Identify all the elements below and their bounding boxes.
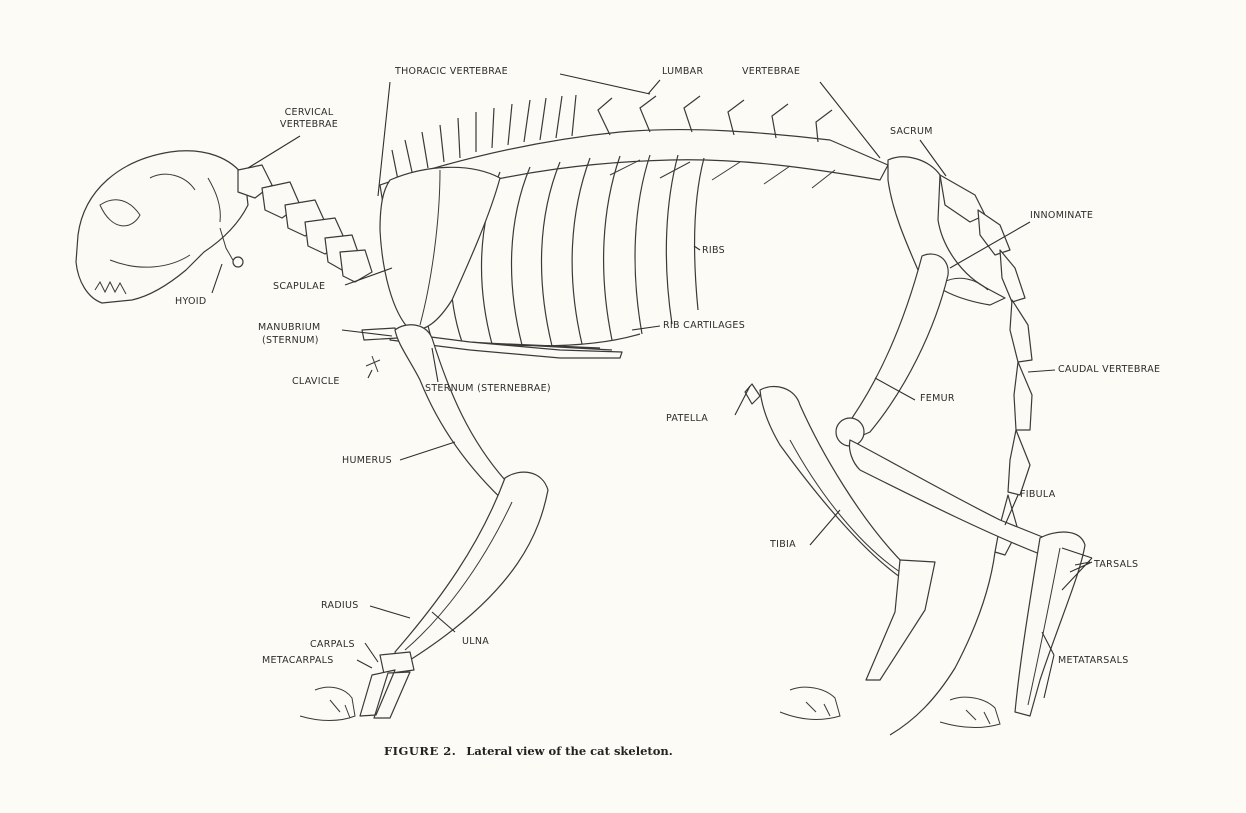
label-carpals: CARPALS <box>310 639 355 651</box>
figure-number: FIGURE 2. <box>384 744 456 758</box>
caudal-vertebrae <box>890 175 1032 735</box>
label-clavicle: CLAVICLE <box>292 376 340 388</box>
label-sacrum: SACRUM <box>890 126 933 138</box>
label-radius: RADIUS <box>321 600 359 612</box>
label-hyoid: HYOID <box>175 296 207 308</box>
label-ribs: RIBS <box>702 245 725 257</box>
label-cervical-vertebrae: CERVICAL VERTEBRAE <box>270 107 348 131</box>
label-tibia: TIBIA <box>770 539 796 551</box>
label-sternum: STERNUM (STERNEBRAE) <box>425 383 551 395</box>
figure-caption-text: Lateral view of the cat skeleton. <box>466 744 673 758</box>
figure-caption: FIGURE 2. Lateral view of the cat skeleto… <box>384 744 673 758</box>
label-ulna: ULNA <box>462 636 489 648</box>
skull <box>76 151 248 303</box>
label-vertebrae: VERTEBRAE <box>742 66 800 78</box>
label-scapulae: SCAPULAE <box>273 281 325 293</box>
label-metatarsals: METATARSALS <box>1058 655 1129 667</box>
label-thoracic-vertebrae: THORACIC VERTEBRAE <box>395 66 508 78</box>
label-caudal-vertebrae: CAUDAL VERTEBRAE <box>1058 364 1160 376</box>
label-innominate: INNOMINATE <box>1030 210 1093 222</box>
label-manubrium-note: (STERNUM) <box>262 335 319 347</box>
label-rib-cartilages: RIB CARTILAGES <box>663 320 745 332</box>
label-tarsals: TARSALS <box>1094 559 1138 571</box>
label-lumbar: LUMBAR <box>662 66 703 78</box>
label-fibula: FIBULA <box>1020 489 1056 501</box>
label-manubrium: MANUBRIUM <box>258 322 321 334</box>
label-humerus: HUMERUS <box>342 455 392 467</box>
clavicle <box>366 356 380 372</box>
label-patella: PATELLA <box>666 413 708 425</box>
label-femur: FEMUR <box>920 393 955 405</box>
label-metacarpals: METACARPALS <box>262 655 334 667</box>
cervical-vertebrae <box>238 165 372 282</box>
